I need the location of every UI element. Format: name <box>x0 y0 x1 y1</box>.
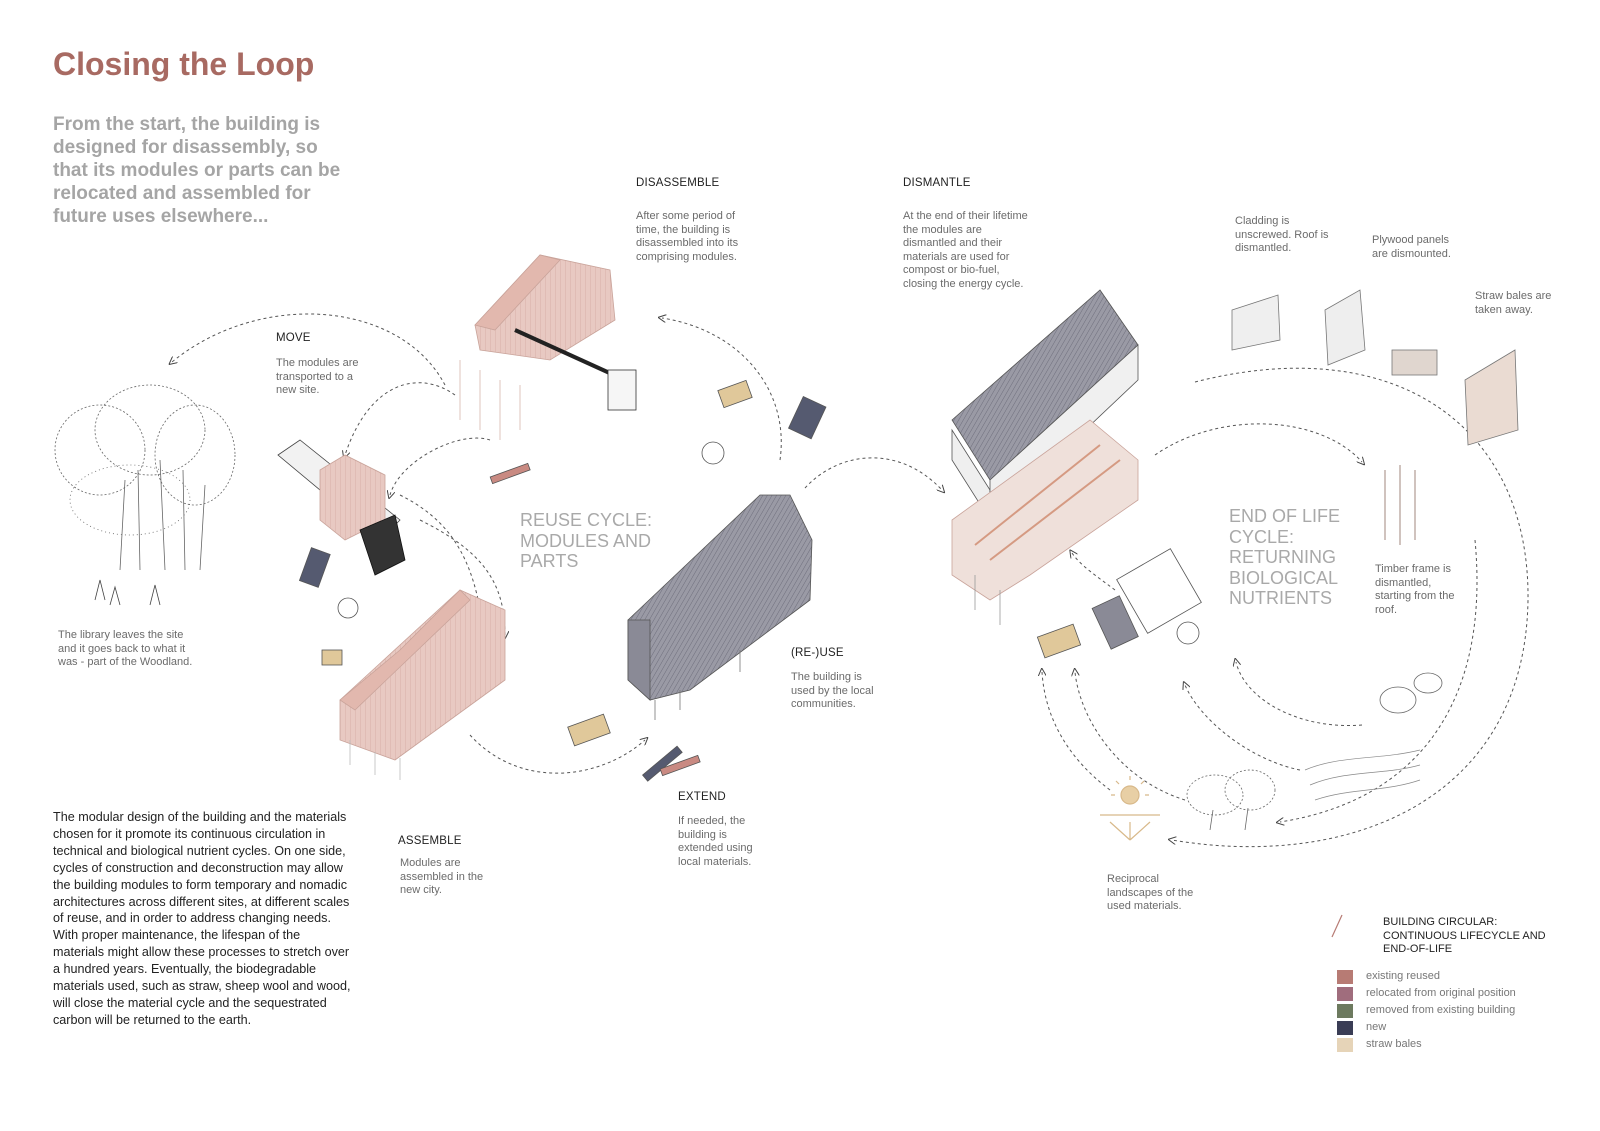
straw-note: Straw bales are taken away. <box>1475 290 1552 316</box>
sheep-illustration <box>1379 672 1443 714</box>
legend-swatch <box>1337 1004 1353 1018</box>
extend-text: If needed, the building is extended usin… <box>678 815 753 868</box>
end-of-life-cycle-label: END OF LIFE CYCLE: RETURNING BIOLOGICAL … <box>1229 506 1341 608</box>
intro-text: From the start, the building is designed… <box>53 114 341 227</box>
move-text: The modules are transported to a new sit… <box>276 357 359 396</box>
assemble-text: Modules are assembled in the new city. <box>400 857 484 896</box>
cladding-note: Cladding is unscrewed. Roof is dismantle… <box>1235 215 1329 254</box>
arrow-truck-a <box>390 437 491 495</box>
arrow-extend <box>469 734 645 774</box>
disassemble-text: After some period of time, the building … <box>636 210 739 263</box>
field-illustration <box>1304 749 1421 801</box>
timber-note: Timber frame is dismantled, starting fro… <box>1375 563 1455 616</box>
legend-swatch <box>1337 987 1353 1001</box>
disassembly-building-illustration <box>459 254 637 440</box>
legend-item-relocated: relocated from original position <box>1337 987 1516 1001</box>
legend-label: straw bales <box>1366 1038 1422 1050</box>
legend-item-straw-bales: straw bales <box>1337 1038 1422 1052</box>
legend-swatch <box>1337 1038 1353 1052</box>
plywood-note: Plywood panels are dismounted. <box>1372 234 1451 260</box>
dismantled-building-illustration <box>951 289 1139 625</box>
legend-label: removed from existing building <box>1366 1004 1516 1016</box>
reuse-cycle-label: REUSE CYCLE: MODULES AND PARTS <box>520 510 653 571</box>
legend-line-icon <box>1331 914 1343 938</box>
extend-label: EXTEND <box>678 791 726 803</box>
arrow-eol-a <box>1154 423 1362 462</box>
arrow-trees <box>1075 672 1186 801</box>
arrow-sheep <box>1236 662 1363 727</box>
trees-illustration <box>1186 769 1276 831</box>
assembled-building-illustration <box>339 589 506 780</box>
arrow-materials-up <box>1072 553 1116 591</box>
dismantle-text: At the end of their lifetime the modules… <box>903 210 1028 290</box>
end-of-life-steps-illustration <box>1231 289 1519 545</box>
arrow-move <box>345 382 456 455</box>
disassemble-label: DISASSEMBLE <box>636 177 720 189</box>
legend-swatch <box>1337 970 1353 984</box>
arrow-eol-mid <box>1280 539 1478 822</box>
legend-label: relocated from original position <box>1366 987 1516 999</box>
library-note: The library leaves the site and it goes … <box>58 629 193 668</box>
woodland-trees-illustration <box>54 384 236 606</box>
reused-building-illustration <box>627 494 813 720</box>
legend-item-removed: removed from existing building <box>1337 1004 1516 1018</box>
legend-swatch <box>1337 1021 1353 1035</box>
arrow-eol-outer <box>1172 367 1529 848</box>
arrow-to-dismantle <box>804 457 942 490</box>
reciprocal-note: Reciprocal landscapes of the used materi… <box>1107 873 1194 912</box>
legend-item-new: new <box>1337 1021 1387 1035</box>
reuse-text: The building is used by the local commun… <box>791 671 874 710</box>
page-title: Closing the Loop <box>53 46 315 82</box>
legend-title: BUILDING CIRCULAR: CONTINUOUS LIFECYCLE … <box>1383 916 1546 955</box>
material-parts-illustration <box>298 379 1202 782</box>
assemble-label: ASSEMBLE <box>398 835 462 847</box>
truck-illustration <box>277 439 406 576</box>
arrow-sun <box>1042 672 1111 791</box>
arrow-disassemble <box>662 318 782 461</box>
sun-icon <box>1100 776 1160 841</box>
dismantle-label: DISMANTLE <box>903 177 971 189</box>
legend-item-existing-reused: existing reused <box>1337 970 1440 984</box>
body-paragraph: The modular design of the building and t… <box>53 810 351 1027</box>
arrow-assemble-a <box>399 494 485 655</box>
arrow-field <box>1185 685 1301 771</box>
legend-label: new <box>1366 1021 1387 1033</box>
reuse-label: (RE-)USE <box>791 647 844 659</box>
legend-label: existing reused <box>1366 970 1440 982</box>
move-label: MOVE <box>276 332 311 344</box>
arrow-to-woodland <box>172 313 446 386</box>
